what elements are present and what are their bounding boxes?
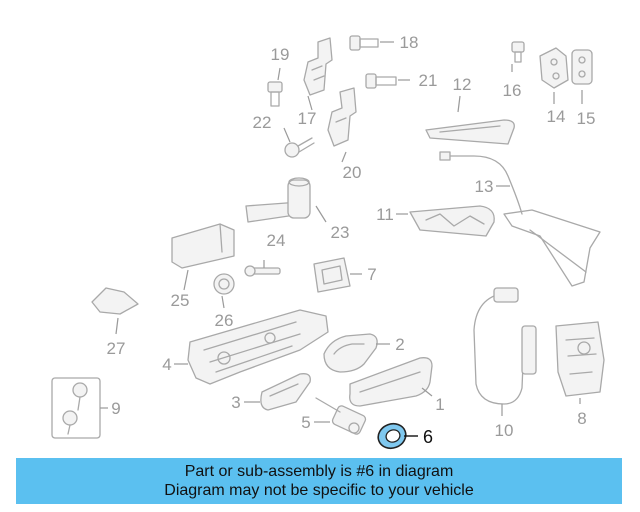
part-15-striker <box>571 49 593 85</box>
callout-16: 16 <box>503 81 522 100</box>
callout-21: 21 <box>419 71 438 90</box>
part-23-check <box>245 177 311 223</box>
callout-14: 14 <box>547 107 566 126</box>
callout-9: 9 <box>111 399 120 418</box>
callout-12: 12 <box>453 75 472 94</box>
part-17-hinge <box>303 37 333 96</box>
parts-diagram: 19 17 18 21 22 20 23 24 25 26 7 27 4 2 1… <box>51 33 605 450</box>
part-16-bolt <box>511 41 525 63</box>
callout-27: 27 <box>107 339 126 358</box>
part-20-hinge <box>327 87 357 147</box>
part-11-housing <box>409 205 495 237</box>
part-8-latch <box>555 321 605 397</box>
callout-20: 20 <box>343 163 362 182</box>
part-18-bolt <box>349 35 379 51</box>
banner-line-2: Diagram may not be specific to your vehi… <box>164 482 474 499</box>
callout-3: 3 <box>231 393 240 412</box>
part-27-pad <box>91 287 139 315</box>
part-9-clips <box>51 377 101 439</box>
callout-1: 1 <box>435 395 444 414</box>
callout-5: 5 <box>301 413 310 432</box>
callout-19: 19 <box>271 45 290 64</box>
callout-2: 2 <box>395 335 404 354</box>
part-25-cover <box>171 223 235 269</box>
leader-lines <box>100 41 583 437</box>
info-banner: Part or sub-assembly is #6 in diagram Di… <box>16 458 622 504</box>
part-6-highlighted <box>377 422 407 450</box>
callout-7: 7 <box>367 265 376 284</box>
part-4-carrier <box>187 309 329 385</box>
part-2-gasket <box>323 333 378 373</box>
callout-26: 26 <box>215 311 234 330</box>
callout-17: 17 <box>298 109 317 128</box>
part-3-gasket <box>260 373 311 411</box>
part-19-bolt <box>267 81 283 107</box>
callout-4: 4 <box>162 355 171 374</box>
part-7-bracket <box>313 257 351 293</box>
part-12-inner-handle <box>425 119 515 145</box>
callout-25: 25 <box>171 291 190 310</box>
part-22-bolt <box>284 137 315 158</box>
callout-18: 18 <box>400 33 419 52</box>
banner-line-1: Part or sub-assembly is #6 in diagram <box>184 463 454 480</box>
part-13-cable <box>439 151 601 287</box>
callout-8: 8 <box>577 409 586 428</box>
callout-15: 15 <box>577 109 596 128</box>
callout-22: 22 <box>253 113 272 132</box>
callout-13: 13 <box>475 177 494 196</box>
callout-23: 23 <box>331 223 350 242</box>
part-14-plate <box>539 47 569 89</box>
part-26-grommet <box>213 273 235 295</box>
callout-24: 24 <box>267 231 286 250</box>
part-24-screw <box>244 265 281 277</box>
callout-6: 6 <box>423 427 433 447</box>
callout-11: 11 <box>376 205 394 224</box>
part-21-bolt <box>365 73 397 89</box>
part-5-cylinder <box>315 397 367 435</box>
part-10-cable <box>473 287 537 405</box>
callout-10: 10 <box>495 421 514 440</box>
